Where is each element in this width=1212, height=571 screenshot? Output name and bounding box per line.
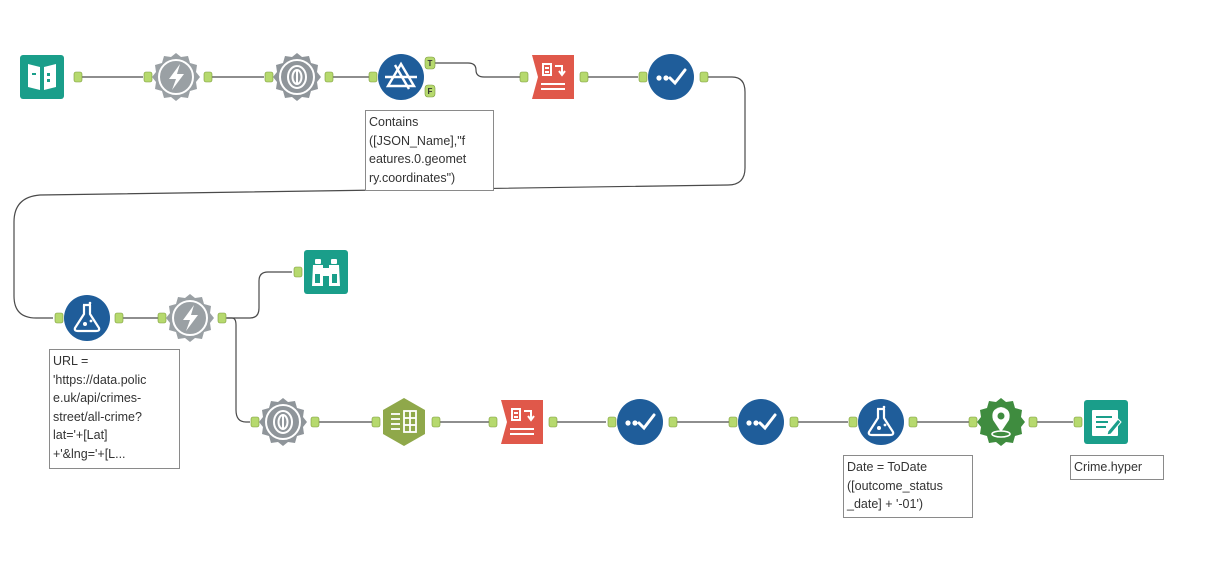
true-anchor[interactable]: T <box>424 56 436 70</box>
input-anchor[interactable] <box>293 266 303 278</box>
input-anchor[interactable] <box>371 416 381 428</box>
select-tool-2[interactable] <box>607 399 678 445</box>
text-to-columns-tool[interactable] <box>371 398 441 446</box>
output-anchor[interactable] <box>310 416 320 428</box>
input-anchor[interactable] <box>607 416 617 428</box>
formula-2-annotation: Date = ToDate ([outcome_status _date] + … <box>843 455 973 518</box>
swirl-icon <box>287 65 307 89</box>
download-tool-2[interactable] <box>157 294 227 342</box>
output-anchor[interactable] <box>699 71 709 83</box>
formula-tool-2[interactable] <box>848 399 918 445</box>
swirl-icon <box>273 410 293 434</box>
output-anchor[interactable] <box>789 416 799 428</box>
browse-tool[interactable] <box>293 250 348 294</box>
flask-icon <box>867 405 895 437</box>
svg-text:T: T <box>428 59 433 68</box>
map-pin-icon <box>991 407 1011 438</box>
output-anchor[interactable] <box>431 416 441 428</box>
output-anchor[interactable] <box>548 416 558 428</box>
input-anchor[interactable] <box>54 312 64 324</box>
json-parse-tool-2[interactable] <box>250 398 320 446</box>
create-points-tool[interactable] <box>968 398 1038 446</box>
binoculars-icon <box>312 259 340 286</box>
filter-annotation: Contains ([JSON_Name],"f eatures.0.geome… <box>365 110 494 191</box>
input-anchor[interactable] <box>638 71 648 83</box>
output-anchor[interactable] <box>908 416 918 428</box>
book-icon <box>28 64 56 90</box>
table-icon <box>391 410 417 433</box>
check-icon <box>625 413 656 431</box>
lightning-icon <box>169 64 184 90</box>
lightning-icon <box>183 305 198 331</box>
cross-tab-tool-1[interactable] <box>519 55 589 99</box>
output-anchor[interactable] <box>114 312 124 324</box>
select-tool-3[interactable] <box>728 399 799 445</box>
output-anchor[interactable] <box>579 71 589 83</box>
input-anchor[interactable] <box>157 312 167 324</box>
triangle-filter-icon <box>385 61 417 90</box>
output-data-tool[interactable] <box>1073 400 1128 444</box>
input-anchor[interactable] <box>519 71 529 83</box>
output-anchor[interactable] <box>203 71 213 83</box>
input-anchor[interactable] <box>488 416 498 428</box>
output-anchor[interactable] <box>324 71 334 83</box>
download-tool-1[interactable] <box>143 53 213 101</box>
filter-tool[interactable]: T F <box>368 54 436 100</box>
formula-tool-1[interactable] <box>54 295 124 341</box>
input-anchor[interactable] <box>848 416 858 428</box>
input-anchor[interactable] <box>368 71 378 83</box>
output-anchor[interactable] <box>217 312 227 324</box>
input-anchor[interactable] <box>1073 416 1083 428</box>
svg-text:F: F <box>428 87 433 96</box>
select-tool-1[interactable] <box>638 54 709 100</box>
crosstab-icon <box>510 408 535 435</box>
output-annotation: Crime.hyper <box>1070 455 1164 480</box>
flask-icon <box>73 301 101 333</box>
input-anchor[interactable] <box>143 71 153 83</box>
json-parse-tool-1[interactable] <box>264 53 334 101</box>
check-icon <box>746 413 777 431</box>
output-anchor[interactable] <box>668 416 678 428</box>
output-anchor[interactable] <box>73 71 83 83</box>
false-anchor[interactable]: F <box>424 84 436 98</box>
input-anchor[interactable] <box>968 416 978 428</box>
formula-1-annotation: URL = 'https://data.polic e.uk/api/crime… <box>49 349 180 469</box>
input-data-tool[interactable] <box>20 55 83 99</box>
cross-tab-tool-2[interactable] <box>488 400 558 444</box>
crosstab-icon <box>541 63 566 90</box>
output-anchor[interactable] <box>1028 416 1038 428</box>
input-anchor[interactable] <box>728 416 738 428</box>
output-icon <box>1092 410 1122 436</box>
input-anchor[interactable] <box>264 71 274 83</box>
input-anchor[interactable] <box>250 416 260 428</box>
check-icon <box>656 68 687 86</box>
